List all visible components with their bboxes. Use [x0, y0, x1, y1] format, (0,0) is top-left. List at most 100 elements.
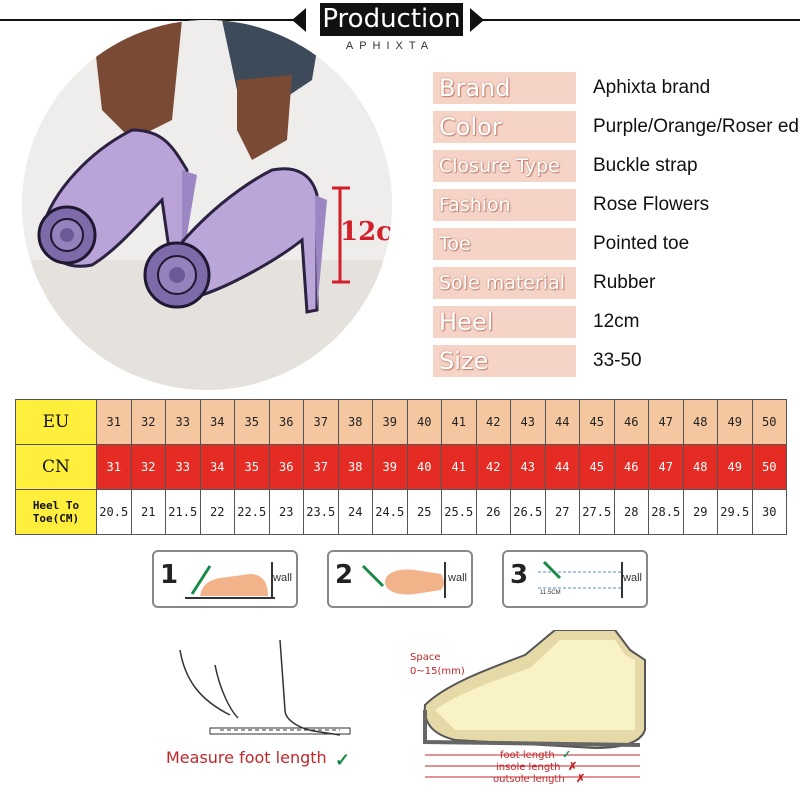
- size-cell: 29.5: [717, 489, 753, 535]
- size-cell: 37: [303, 399, 339, 445]
- spec-key: Sole material: [433, 267, 576, 299]
- size-cell: 36: [268, 399, 304, 445]
- spec-row-brand: Brand Aphixta brand: [433, 72, 800, 104]
- size-cell: 49: [717, 399, 753, 445]
- measure-step-1: 1 wall: [152, 550, 298, 608]
- row-label: EU: [15, 399, 97, 445]
- spec-key: Closure Type: [433, 150, 576, 182]
- step-number: 2: [335, 560, 354, 590]
- measure-foot-label: Measure foot length: [166, 748, 327, 767]
- size-cell: 28.5: [648, 489, 684, 535]
- spec-row-heel: Heel 12cm: [433, 306, 800, 338]
- header-right-arrow: [470, 8, 484, 32]
- size-cell: 50: [751, 399, 787, 445]
- size-cell: 24: [337, 489, 373, 535]
- size-cell: 40: [406, 399, 442, 445]
- header: Production APHIXTA: [0, 0, 800, 60]
- heel-height-label: 12cm: [340, 217, 392, 247]
- size-cell: 38: [337, 399, 373, 445]
- header-title: Production: [320, 3, 463, 36]
- size-cell: 26: [475, 489, 511, 535]
- spec-key: Fashion: [433, 189, 576, 221]
- size-cell: 40: [406, 444, 442, 490]
- spec-row-toe: Toe Pointed toe: [433, 228, 800, 260]
- size-cell: 33: [165, 444, 201, 490]
- wall-label: wall: [448, 572, 467, 584]
- wall-label: wall: [623, 572, 642, 584]
- size-cell: 48: [682, 444, 718, 490]
- size-cell: 23.5: [303, 489, 339, 535]
- row-label: Heel To Toe(CM): [15, 489, 97, 535]
- spec-value: Aphixta brand: [593, 77, 711, 98]
- spec-key: Toe: [433, 228, 576, 260]
- header-brand: APHIXTA: [345, 40, 435, 52]
- measure-foot-drawing: [179, 640, 351, 736]
- spec-value: Pointed toe: [593, 233, 690, 254]
- size-cell: 50: [751, 444, 787, 490]
- insole-length-label: insole length: [496, 762, 561, 773]
- size-cell: 43: [510, 444, 546, 490]
- header-left-line: [0, 19, 300, 21]
- spec-row-size: Size 33-50: [433, 345, 800, 377]
- step-number: 1: [160, 560, 179, 590]
- size-cell: 41: [441, 444, 477, 490]
- size-cell: 20.5: [96, 489, 132, 535]
- space-label: Space: [410, 652, 441, 663]
- step-note: 11.5CM: [540, 590, 561, 596]
- cross-icon: ✗: [576, 773, 586, 785]
- size-cell: 26.5: [510, 489, 546, 535]
- spec-key: Brand: [433, 72, 576, 104]
- size-cell: 47: [648, 444, 684, 490]
- outsole-length-label: outsole length: [493, 774, 565, 785]
- size-cell: 28: [613, 489, 649, 535]
- size-cell: 44: [544, 444, 580, 490]
- size-cell: 43: [510, 399, 546, 445]
- size-cell: 39: [372, 444, 408, 490]
- cross-icon: ✗: [568, 761, 578, 773]
- spec-key: Heel: [433, 306, 576, 338]
- size-cell: 46: [613, 399, 649, 445]
- size-cell: 25.5: [441, 489, 477, 535]
- foot-top-icon: [361, 562, 446, 598]
- spec-row-sole: Sole material Rubber: [433, 267, 800, 299]
- check-icon: ✓: [562, 749, 572, 761]
- shoe-cross-section: [423, 630, 646, 778]
- product-photo: 12cm: [22, 20, 392, 390]
- size-cell: 31: [96, 399, 132, 445]
- shoe-illustration: [22, 20, 392, 390]
- size-cell: 21: [130, 489, 166, 535]
- size-cell: 29: [682, 489, 718, 535]
- header-right-line: [480, 19, 800, 21]
- spec-value: 12cm: [593, 311, 640, 332]
- size-cell: 27: [544, 489, 580, 535]
- size-cell: 37: [303, 444, 339, 490]
- spec-value: Rose Flowers: [593, 194, 710, 215]
- size-cell: 44: [544, 399, 580, 445]
- size-cell: 21.5: [165, 489, 201, 535]
- measure-step-3: 3 11.5CM wall: [502, 550, 648, 608]
- foot-length-label: foot length: [500, 750, 555, 761]
- size-cell: 46: [613, 444, 649, 490]
- size-cell: 33: [165, 399, 201, 445]
- spec-value: Buckle strap: [593, 155, 698, 176]
- spec-value: Purple/Orange/Roser ed: [593, 116, 799, 137]
- check-icon: ✓: [335, 750, 351, 770]
- size-cell: 45: [579, 444, 615, 490]
- size-cell: 35: [234, 399, 270, 445]
- measure-step-2: 2 wall: [327, 550, 473, 608]
- spec-value: 33-50: [593, 350, 642, 371]
- size-cell: 39: [372, 399, 408, 445]
- size-cell: 24.5: [372, 489, 408, 535]
- size-cell: 49: [717, 444, 753, 490]
- size-cell: 22.5: [234, 489, 270, 535]
- size-cell: 23: [268, 489, 304, 535]
- size-cell: 42: [475, 399, 511, 445]
- size-cell: 45: [579, 399, 615, 445]
- size-cell: 34: [199, 444, 235, 490]
- spec-row-closure: Closure Type Buckle strap: [433, 150, 800, 182]
- size-cell: 41: [441, 399, 477, 445]
- step-number: 3: [510, 560, 529, 590]
- space-range-label: 0~15(mm): [410, 666, 465, 677]
